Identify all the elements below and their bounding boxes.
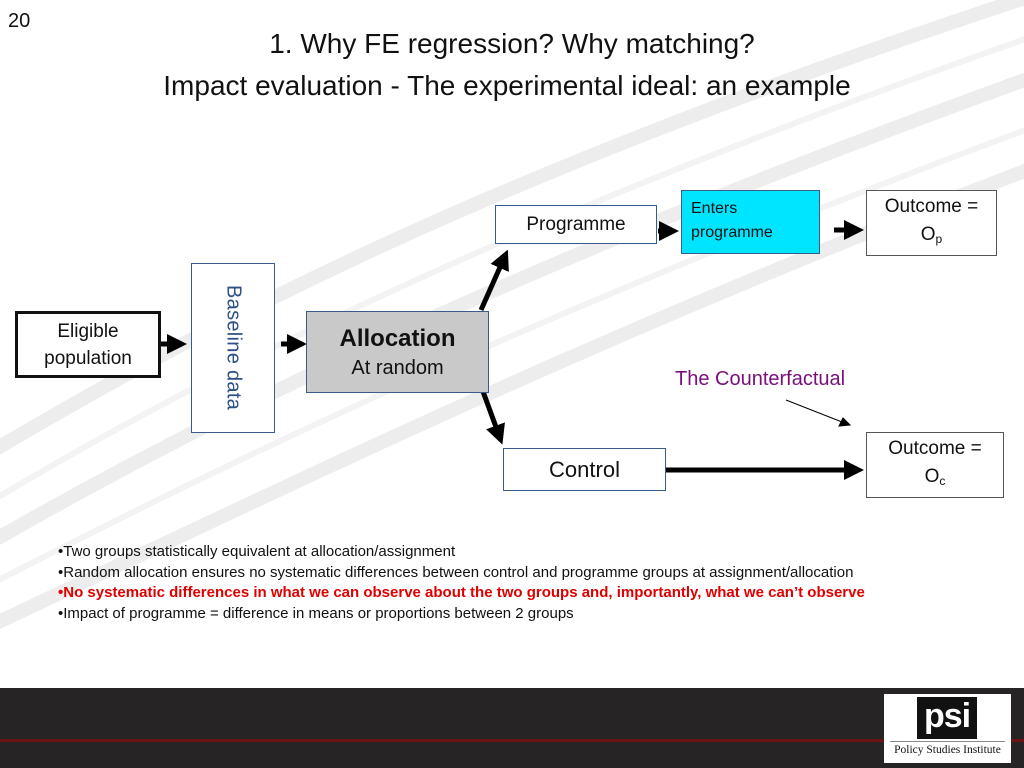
bullet-item: •Random allocation ensures no systematic… xyxy=(58,563,854,581)
control-label: Control xyxy=(549,456,620,482)
enters-label-line1: Enters xyxy=(691,200,738,217)
baseline-data-box: Baseline data xyxy=(191,263,275,433)
logo-divider xyxy=(890,741,1005,742)
enters-label-line2: programme xyxy=(691,224,773,241)
slide-number: 20 xyxy=(8,10,31,32)
psi-logo-caption: Policy Studies Institute xyxy=(894,744,1001,756)
outcome-programme-value: Op xyxy=(920,224,943,246)
eligible-label-line1: Eligible xyxy=(57,320,119,342)
psi-logo-mark: psi xyxy=(917,697,977,739)
allocation-title: Allocation xyxy=(339,324,456,352)
allocation-box: Allocation At random xyxy=(306,311,489,393)
eligible-population-box: Eligible population xyxy=(15,311,161,378)
allocation-subtitle: At random xyxy=(351,356,444,379)
outcome-control-value: Oc xyxy=(924,466,946,488)
bullet-list: •Two groups statistically equivalent at … xyxy=(58,542,865,624)
counterfactual-label: The Counterfactual xyxy=(675,368,846,390)
psi-logo: psi Policy Studies Institute xyxy=(884,694,1011,763)
bullet-item: •Two groups statistically equivalent at … xyxy=(58,543,456,560)
outcome-control-box: Outcome = Oc xyxy=(866,432,1004,498)
programme-box: Programme xyxy=(495,205,657,244)
footer-bar xyxy=(0,688,1024,768)
bullet-item-highlight: •No systematic differences in what we ca… xyxy=(58,584,865,601)
eligible-label-line2: population xyxy=(44,347,132,369)
programme-label: Programme xyxy=(526,213,626,235)
outcome-programme-box: Outcome = Op xyxy=(866,190,997,256)
baseline-data-label: Baseline data xyxy=(222,285,245,411)
bullet-item: •Impact of programme = difference in mea… xyxy=(58,604,574,622)
outcome-programme-label: Outcome = xyxy=(884,196,979,217)
outcome-control-label: Outcome = xyxy=(888,438,982,459)
control-box: Control xyxy=(503,448,666,491)
slide-title-line2: Impact evaluation - The experimental ide… xyxy=(163,70,851,101)
slide-title-line1: 1. Why FE regression? Why matching? xyxy=(269,28,755,59)
footer-band xyxy=(0,739,1024,742)
enters-programme-box: Enters programme xyxy=(681,190,820,254)
